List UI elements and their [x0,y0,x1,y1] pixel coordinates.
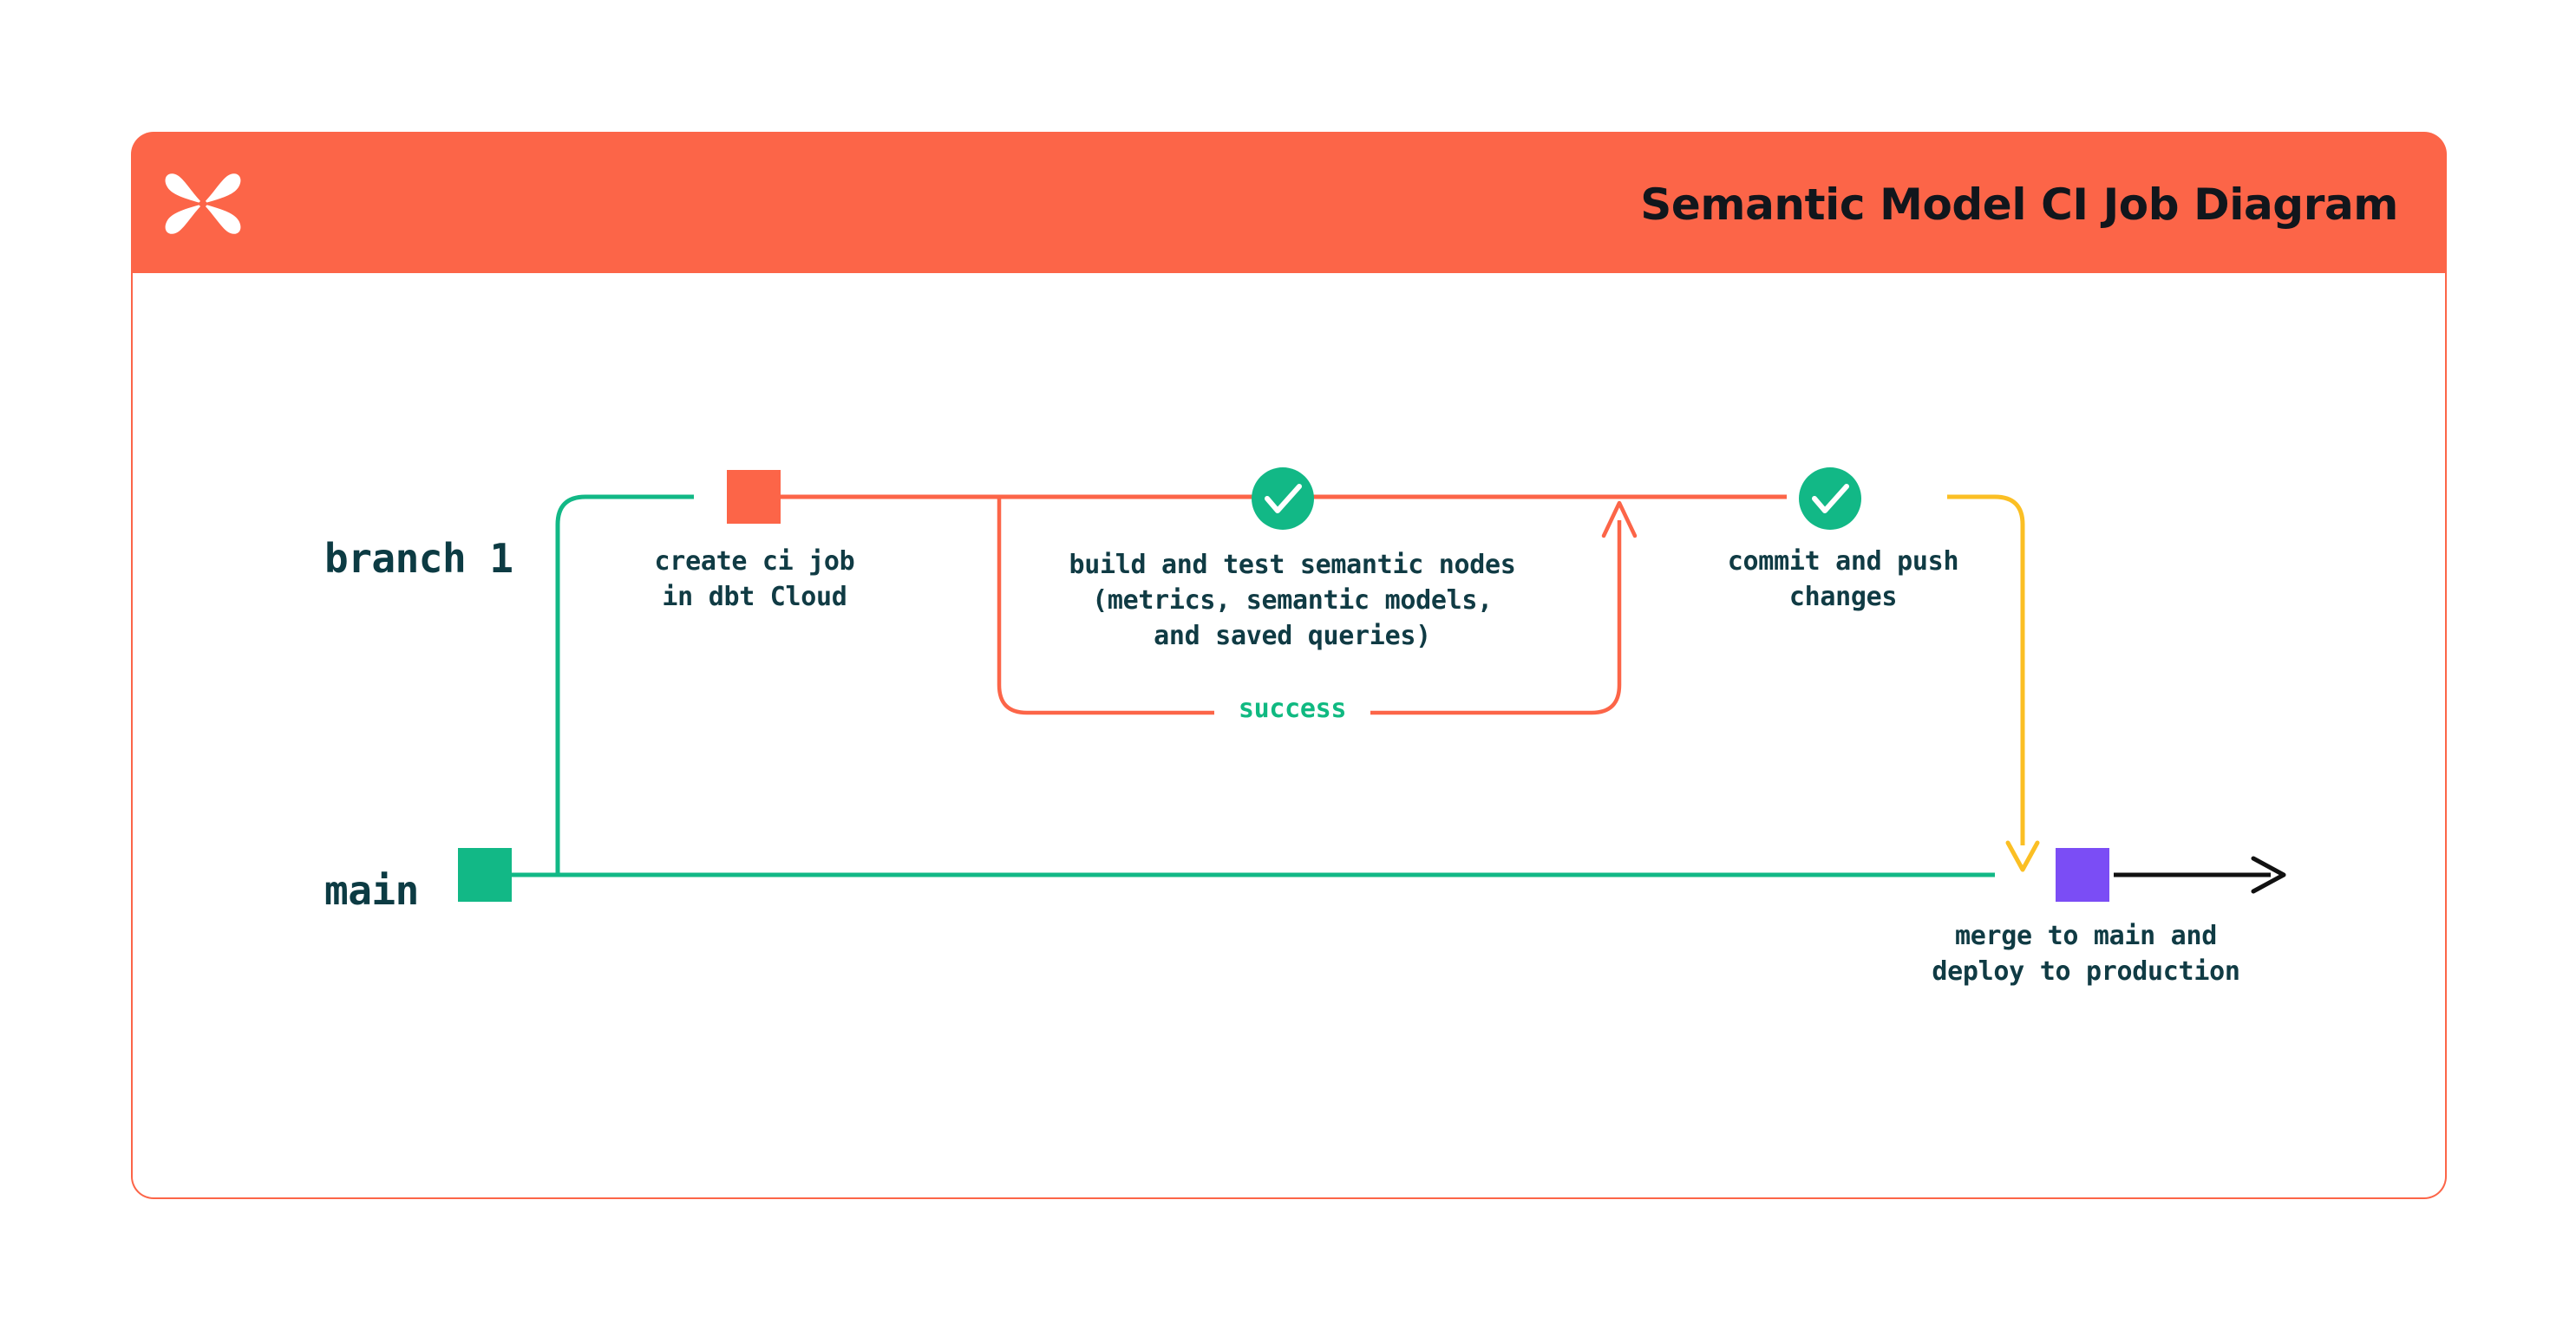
edge-label-success: success [1214,694,1370,724]
node-label-merge-to-main: merge to main and deploy to production [1932,921,2240,987]
card-header: Semantic Model CI Job Diagram [131,132,2447,277]
node-label-commit-and-push: commit and push changes [1727,546,1959,612]
lane-label-main: main [324,867,419,914]
lane-label-branch1: branch 1 [324,535,513,582]
diagram-card: Semantic Model CI Job Diagram [131,132,2447,1199]
card-body [131,273,2447,1199]
page-title: Semantic Model CI Job Diagram [1640,179,2398,230]
node-label-create-ci-job: create ci job in dbt Cloud [654,546,855,612]
dbt-logo-icon [160,160,246,247]
node-label-build-and-test: build and test semantic nodes (metrics, … [1069,550,1516,651]
